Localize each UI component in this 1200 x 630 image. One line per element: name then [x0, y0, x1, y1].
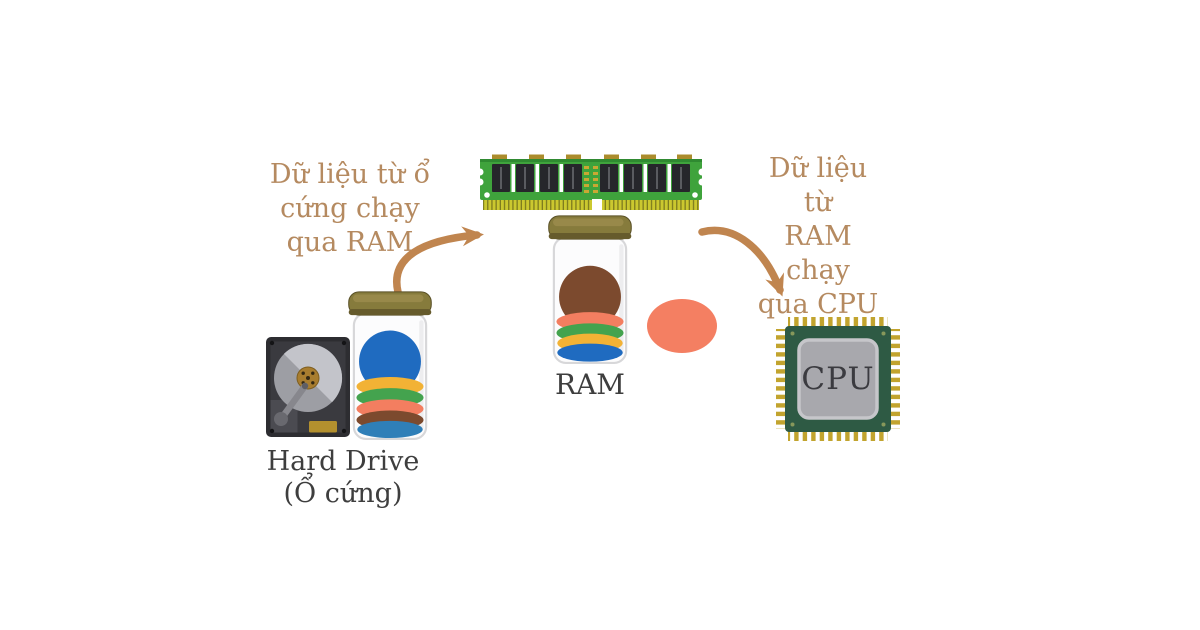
annotation-line: Dữ liệu từ ổ: [269, 159, 431, 190]
hard-drive-label-line2: (Ổ cứng): [283, 478, 403, 509]
ram-stick-icon: [480, 153, 702, 211]
jar-hard-drive-icon: [347, 291, 433, 441]
cpu-label: CPU: [801, 361, 875, 397]
annotation-line: RAM chạy: [784, 221, 852, 286]
arrow-ram-to-cpu-icon: [690, 218, 802, 313]
cpu-chip-icon: CPU: [775, 316, 901, 442]
hard-drive-label-line1: Hard Drive: [266, 446, 420, 477]
hard-drive-label: Hard Drive (Ổ cứng): [253, 446, 433, 510]
hard-drive-icon: [266, 337, 350, 437]
annotation-line: qua RAM: [286, 227, 414, 258]
annotation-line: cứng chạy: [280, 193, 420, 224]
annotation-ram-to-cpu: Dữ liệu từ RAM chạy qua CPU: [752, 152, 884, 322]
annotation-line: Dữ liệu từ: [768, 153, 868, 218]
annotation-hd-to-ram: Dữ liệu từ ổ cứng chạy qua RAM: [240, 158, 460, 260]
data-blob-icon: [647, 299, 717, 353]
arrow-hd-to-ram-icon: [385, 216, 505, 304]
ram-label: RAM: [555, 368, 625, 401]
jar-ram-icon: [547, 215, 633, 366]
